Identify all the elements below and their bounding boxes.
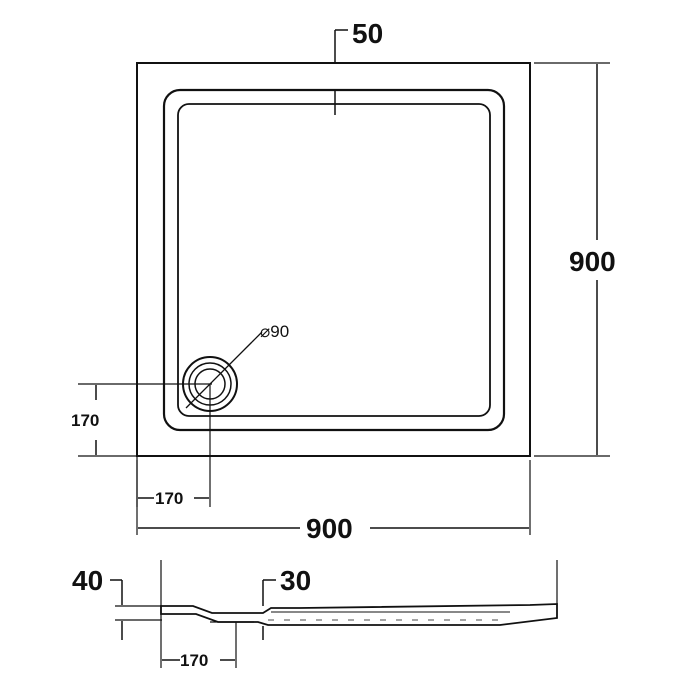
rim-width-dimension: 50	[334, 18, 383, 115]
height-label: 900	[569, 246, 616, 277]
width-dimension: 900	[136, 460, 531, 544]
side-drain-offset-label: 170	[180, 651, 208, 670]
width-label: 900	[306, 513, 353, 544]
total-height-dimension: 40	[72, 565, 162, 640]
basin-outer-edge	[162, 88, 506, 432]
drain-diameter-dimension: ⌀90	[185, 322, 289, 409]
tray-outline	[136, 62, 531, 457]
drain-diameter-label: ⌀90	[260, 322, 289, 341]
drain-offset-y-dimension: 170	[71, 383, 212, 457]
side-view: 40 30 170	[72, 560, 558, 670]
side-drain-offset-dimension: 170	[162, 622, 237, 670]
drain-offset-y-label: 170	[71, 411, 99, 430]
rim-width-label: 50	[352, 18, 383, 49]
basin-inner-edge	[177, 103, 491, 417]
top-view: ⌀90 50 900 170	[71, 18, 616, 544]
tray-profile	[160, 603, 558, 626]
tray-depth-dimension: 30	[262, 565, 311, 640]
total-height-label: 40	[72, 565, 103, 596]
drain-offset-x-label: 170	[155, 489, 183, 508]
height-dimension: 900	[534, 62, 616, 457]
tray-depth-label: 30	[280, 565, 311, 596]
